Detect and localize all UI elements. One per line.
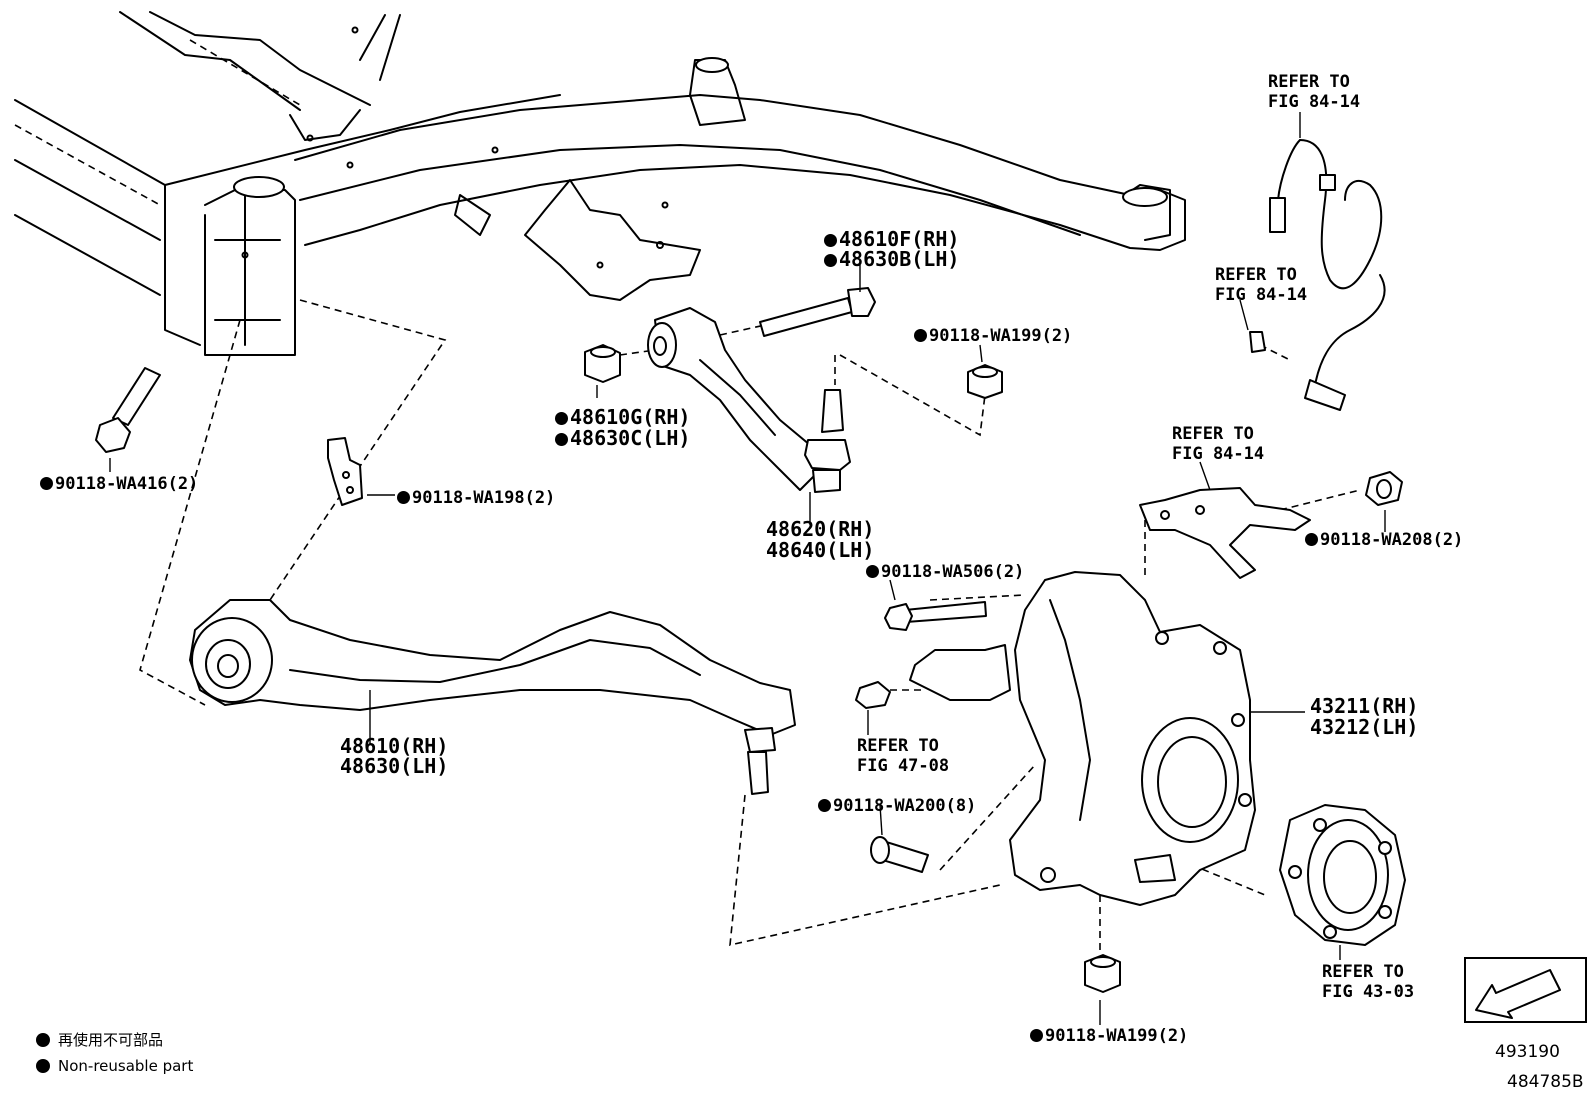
bolt-48610f [759, 287, 876, 337]
figure-number: 493190 [1495, 1042, 1560, 1062]
bolt-90118-wa416 [95, 367, 161, 453]
legend-japanese: 再使用不可部品 [36, 1030, 163, 1050]
label-48610f: 48610F(RH) [824, 229, 959, 250]
non-reusable-marker-icon [1305, 533, 1318, 546]
label-90118-wa199-lower: 90118-WA199(2) [1030, 1026, 1188, 1046]
bolt-90118-wa200 [870, 836, 929, 873]
non-reusable-marker-icon [818, 799, 831, 812]
non-reusable-marker-icon [36, 1033, 50, 1047]
label-90118-wa199-upper: 90118-WA199(2) [914, 326, 1072, 346]
label-90118-wa416: 90118-WA416(2) [40, 474, 198, 494]
wheel-hub [1279, 804, 1406, 946]
legend-english: Non-reusable part [36, 1056, 193, 1076]
nut-90118-wa208 [1365, 471, 1403, 506]
assembly-leader-lines [139, 299, 1361, 950]
front-subframe-crossmember [241, 26, 1186, 301]
label-48630c: 48630C(LH) [555, 428, 690, 449]
front-direction-arrow-icon [1464, 957, 1587, 1023]
label-48640: 48640(LH) [766, 538, 875, 562]
label-90118-wa208: 90118-WA208(2) [1305, 530, 1463, 550]
label-43212: 43212(LH) [1310, 715, 1419, 739]
sensor-bracket [1139, 487, 1311, 579]
non-reusable-marker-icon [555, 412, 568, 425]
nut-90118-wa199-upper [967, 364, 1003, 399]
nut-48610g [584, 344, 621, 383]
lower-control-arm [189, 599, 796, 795]
label-43211: 43211(RH) [1310, 694, 1419, 718]
heat-shield [855, 644, 1011, 709]
non-reusable-marker-icon [914, 329, 927, 342]
nut-90118-wa199-lower [1084, 954, 1121, 993]
label-48620: 48620(RH) [766, 517, 875, 541]
label-90118-wa506: 90118-WA506(2) [866, 562, 1024, 582]
bolt-90118-wa506 [884, 601, 987, 631]
bracket-90118-wa198 [327, 437, 363, 506]
label-48610: 48610(RH) [340, 734, 449, 758]
abs-sensor-wire [1249, 139, 1386, 411]
non-reusable-marker-icon [36, 1059, 50, 1073]
non-reusable-marker-icon [40, 477, 53, 490]
non-reusable-marker-icon [1030, 1029, 1043, 1042]
non-reusable-marker-icon [824, 234, 837, 247]
non-reusable-marker-icon [555, 433, 568, 446]
label-48630: 48630(LH) [340, 754, 449, 778]
non-reusable-marker-icon [824, 254, 837, 267]
label-90118-wa198: 90118-WA198(2) [397, 488, 555, 508]
label-48630b: 48630B(LH) [824, 249, 959, 270]
label-leaders [109, 112, 1386, 1025]
label-48610g: 48610G(RH) [555, 407, 690, 428]
label-90118-wa200: 90118-WA200(8) [818, 796, 976, 816]
vehicle-frame [14, 11, 561, 356]
non-reusable-marker-icon [866, 565, 879, 578]
upper-control-arm [647, 307, 851, 493]
non-reusable-marker-icon [397, 491, 410, 504]
steering-knuckle [1009, 571, 1256, 906]
figure-subnumber: 484785B [1507, 1072, 1584, 1092]
